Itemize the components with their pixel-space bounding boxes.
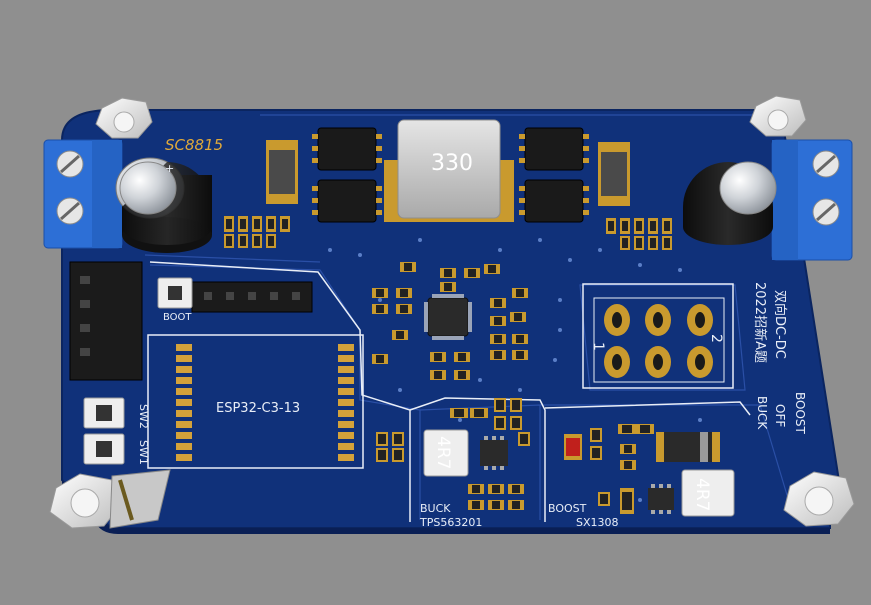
sw2-label: SW2	[137, 404, 150, 429]
boost-inductor-label: 4R7	[692, 478, 712, 511]
buck-inductor-label: 4R7	[433, 436, 453, 469]
main-ic-label: SC8815	[165, 136, 223, 154]
controller-ic	[424, 294, 472, 340]
capacitor-left	[115, 157, 212, 253]
boot-button	[157, 277, 193, 309]
hex-nut-bottom-left	[49, 473, 121, 529]
pin-header-top	[191, 281, 313, 313]
sw1-label: SW1	[137, 440, 150, 465]
boost-diode	[656, 432, 720, 462]
boot-label: BOOT	[163, 312, 192, 323]
mode-buck-label: BUCK	[755, 396, 769, 430]
hex-nut-bottom-right	[783, 471, 855, 527]
buck-inductor	[423, 429, 469, 477]
sw2-button	[83, 397, 125, 429]
main-inductor-label: 330	[431, 151, 473, 176]
mode-boost-label: BOOST	[793, 392, 807, 435]
mounting-bracket	[109, 469, 171, 529]
hex-nut-top-right	[749, 95, 807, 137]
buck-label: BUCK	[420, 502, 451, 515]
capacitor-right	[683, 161, 777, 245]
esp32-module-label: ESP32-C3-13	[216, 401, 300, 416]
mode-off-label: OFF	[773, 404, 787, 427]
mosfets	[317, 127, 584, 223]
hex-nut-top-left	[95, 97, 153, 139]
pin-header-left	[69, 261, 143, 381]
jumper-header	[593, 297, 725, 383]
passives-left	[224, 216, 290, 248]
silkscreen-outlines	[147, 261, 751, 522]
sw1-button	[83, 433, 125, 465]
passives-right	[606, 218, 672, 250]
title-line2: 双向DC-DC	[772, 290, 788, 359]
boost-label: BOOST	[548, 502, 587, 515]
boost-passives	[590, 424, 654, 514]
boost-red-led	[564, 434, 582, 460]
buck-ic	[480, 436, 508, 470]
esp32-module-pads	[176, 344, 354, 461]
boost-ic	[648, 484, 674, 514]
buck-ic-label: TPS563201	[419, 516, 482, 529]
plus-label: +	[165, 162, 174, 175]
sense-resistor-left	[266, 140, 298, 204]
main-inductor: 330	[384, 119, 514, 222]
boost-inductor	[681, 469, 735, 517]
passives-center	[372, 262, 528, 380]
jumper-pin2-label: 2	[708, 334, 724, 343]
jumper-pin1-label: 1	[590, 342, 606, 351]
title-line1: 2022招新A题	[752, 282, 768, 363]
buck-passives	[376, 398, 530, 510]
terminal-block-right	[771, 139, 853, 261]
sense-resistor-right	[598, 142, 630, 206]
mosfet-pads	[312, 134, 589, 215]
terminal-block-left	[43, 139, 123, 249]
copper-zone-outlines	[144, 114, 791, 520]
boost-ic-label: SX1308	[576, 516, 619, 529]
